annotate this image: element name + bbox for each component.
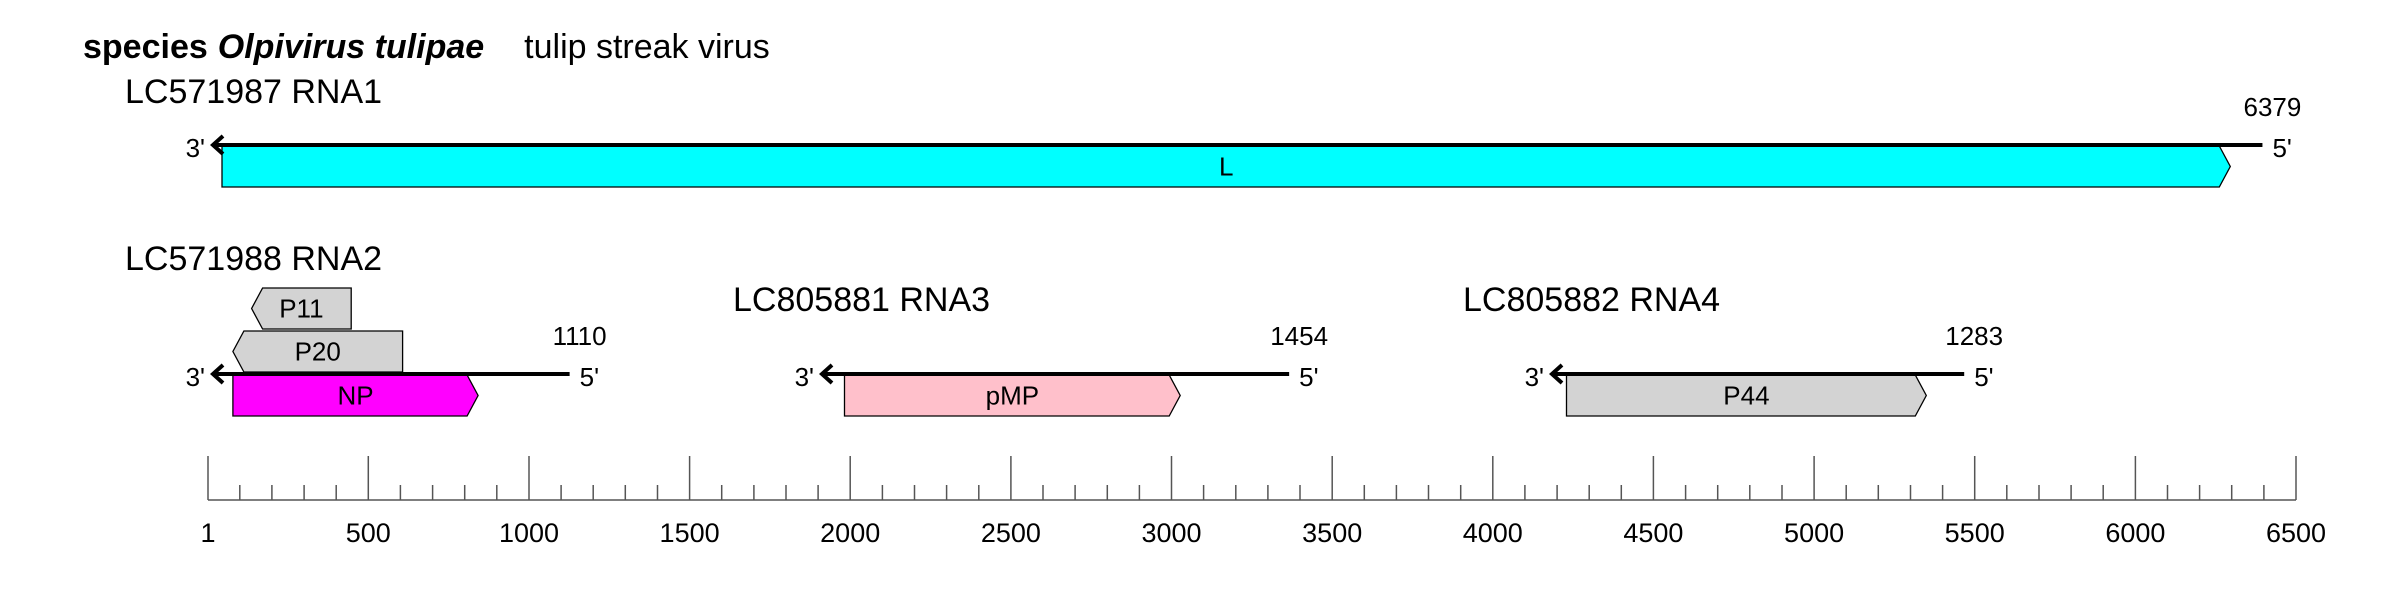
scale-label: 5500: [1945, 518, 2005, 548]
three-prime-label: 3': [795, 362, 814, 392]
title: species Olpivirus tulipae tulip streak vir…: [83, 28, 770, 66]
scale-label: 6500: [2266, 518, 2326, 548]
gene-p44-label: P44: [1723, 381, 1769, 411]
gene-p11-label: P11: [279, 294, 323, 324]
gene-l-label: L: [1219, 152, 1233, 182]
segment-length: 1454: [1270, 321, 1328, 351]
scale-label: 5000: [1784, 518, 1844, 548]
scale-label: 1000: [499, 518, 559, 548]
title-rank: species: [83, 28, 208, 66]
scale-label: 1500: [660, 518, 720, 548]
three-prime-label: 3': [186, 133, 205, 163]
title-common-name: tulip streak virus: [524, 28, 770, 66]
gene-pmp-label: pMP: [986, 381, 1039, 411]
scale-label: 4000: [1463, 518, 1523, 548]
scale-label: 500: [346, 518, 391, 548]
five-prime-label: 5': [1974, 362, 1993, 392]
title-species: Olpivirus tulipae: [218, 28, 484, 66]
scale-label: 1: [200, 518, 215, 548]
segment-label: LC805882 RNA4: [1463, 281, 1720, 319]
three-prime-label: 3': [186, 362, 205, 392]
scale-label: 6000: [2105, 518, 2165, 548]
scale-label: 4500: [1623, 518, 1683, 548]
five-prime-label: 5': [1299, 362, 1318, 392]
scale-label: 2500: [981, 518, 1041, 548]
scale-label: 2000: [820, 518, 880, 548]
segment-length: 1283: [1945, 321, 2003, 351]
direction-arrowhead: [210, 363, 225, 385]
scale-label: 3500: [1302, 518, 1362, 548]
segment-label: LC571987 RNA1: [125, 73, 382, 111]
segment-rna3: LC805881 RNA3 pMP 3' 5' 1454: [733, 281, 1328, 417]
segment-length: 6379: [2244, 92, 2302, 122]
gene-p11-arrow: [250, 287, 352, 330]
segment-length: 1110: [553, 321, 607, 351]
segment-label: LC805881 RNA3: [733, 281, 990, 319]
five-prime-label: 5': [2272, 133, 2291, 163]
segment-label: LC571988 RNA2: [125, 240, 382, 278]
direction-arrowhead: [819, 363, 834, 385]
scale-label: 3000: [1141, 518, 1201, 548]
three-prime-label: 3': [1525, 362, 1544, 392]
gene-np-label: NP: [337, 381, 373, 411]
gene-p20-label: P20: [295, 337, 341, 367]
five-prime-label: 5': [580, 362, 599, 392]
direction-arrowhead: [1549, 363, 1564, 385]
direction-arrowhead: [210, 134, 225, 156]
